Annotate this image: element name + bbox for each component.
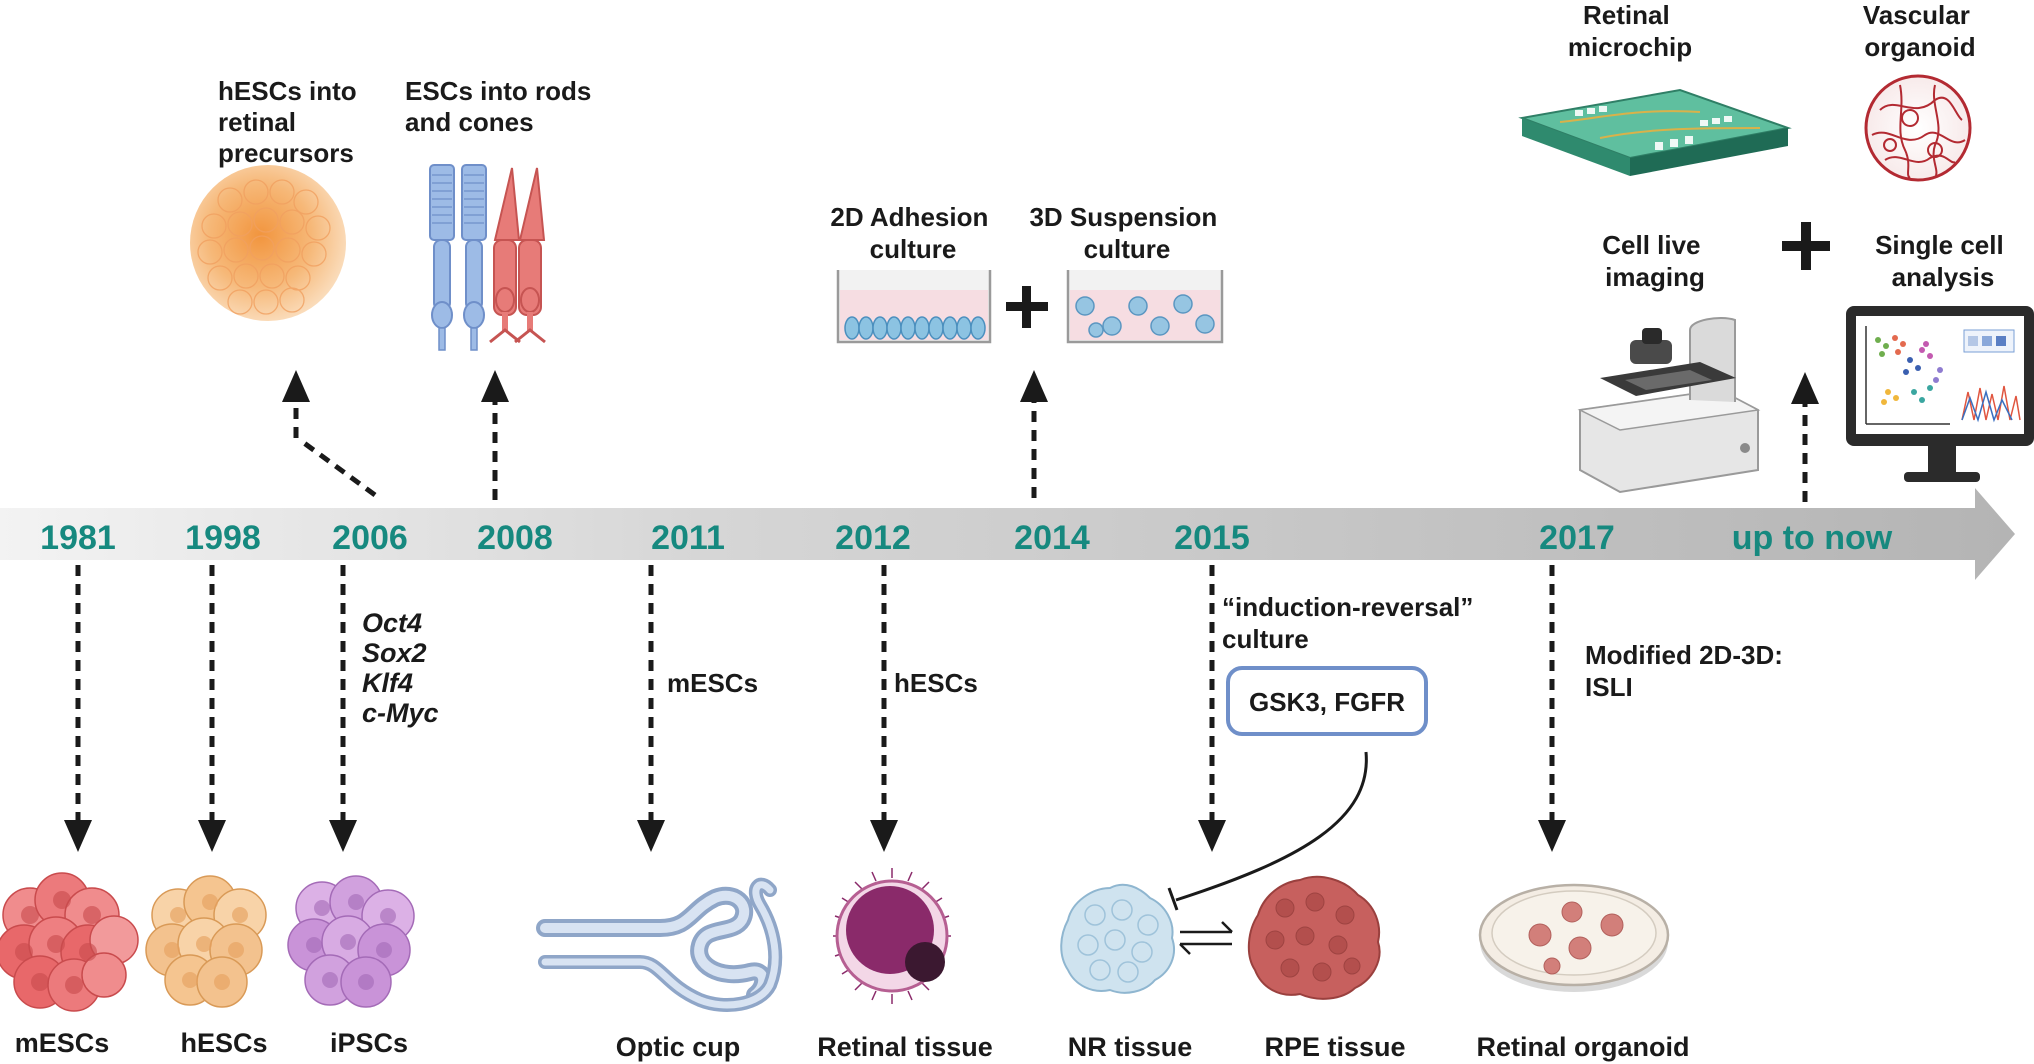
- year-2011: 2011: [651, 519, 725, 557]
- label-cell-live-imaging: Cell live imaging: [1602, 230, 1708, 292]
- year-2014: 2014: [1014, 519, 1090, 557]
- retinal-tissue-icon: [833, 868, 951, 1004]
- year-1998: 1998: [185, 519, 261, 557]
- retinal-precursor-sphere-icon: [190, 165, 346, 321]
- connector-arrows: [64, 370, 1819, 852]
- caption-ipscs: iPSCs: [330, 1028, 408, 1058]
- inhibition-bar: [1167, 887, 1179, 911]
- year-2015: 2015: [1174, 519, 1250, 557]
- hescs-cluster-icon: [145, 875, 267, 1008]
- ipscs-cluster-icon: [287, 875, 415, 1008]
- rpe-tissue-icon: [1247, 875, 1381, 1000]
- retinal-organoid-dish-icon: [1478, 883, 1670, 992]
- year-1981: 1981: [40, 519, 116, 557]
- label-escs-into-rods-cones: ESCs into rods and cones: [405, 76, 599, 137]
- adhesion-culture-dish-icon: [836, 270, 992, 344]
- label-induction-reversal-culture: “induction-reversal” culture: [1222, 592, 1481, 654]
- optic-cup-icon: [536, 877, 783, 1012]
- label-hescs-2012: hESCs: [894, 668, 978, 698]
- year-2012: 2012: [835, 519, 911, 557]
- reprogramming-factors-list: Oct4 Sox2 Klf4 c-Myc: [362, 608, 439, 728]
- mescs-cluster-icon: [0, 872, 139, 1012]
- timeline-arrow: [0, 488, 2015, 580]
- caption-nr-tissue: NR tissue: [1068, 1032, 1193, 1062]
- label-3d-suspension-culture: 3D Suspension culture: [1029, 202, 1224, 264]
- equilibrium-arrows-icon: [1179, 921, 1233, 955]
- label-hescs-into-retinal-precursors: hESCs into retinal precursors: [218, 76, 364, 168]
- label-2d-adhesion-culture: 2D Adhesion culture: [830, 202, 995, 264]
- nr-tissue-icon: [1060, 883, 1175, 994]
- year-up-to-now: up to now: [1732, 519, 1893, 557]
- inhibition-line: [1175, 751, 1368, 902]
- label-modified-2d-3d-isli: Modified 2D-3D: ISLI: [1585, 640, 1790, 702]
- timeline-years: 1981 1998 2006 2008 2011 2012 2014 2015 …: [40, 519, 1893, 557]
- retinal-microchip-icon: [1518, 88, 1792, 176]
- caption-optic-cup: Optic cup: [616, 1032, 741, 1062]
- vascular-organoid-icon: [1864, 74, 1972, 182]
- caption-mescs: mESCs: [15, 1028, 110, 1058]
- inhibitor-label: GSK3, FGFR: [1249, 687, 1405, 717]
- single-cell-analysis-monitor-icon: [1846, 306, 2034, 482]
- caption-hescs: hESCs: [180, 1028, 267, 1058]
- label-single-cell-analysis: Single cell analysis: [1875, 230, 2011, 292]
- label-retinal-microchip: Retinal microchip: [1568, 0, 1692, 62]
- label-mescs-2011: mESCs: [667, 668, 758, 698]
- caption-rpe-tissue: RPE tissue: [1264, 1032, 1405, 1062]
- rods-and-cones-icon: [429, 164, 546, 351]
- inhibitor-box: GSK3, FGFR: [1226, 666, 1428, 736]
- caption-retinal-tissue: Retinal tissue: [817, 1032, 993, 1062]
- year-2006: 2006: [332, 519, 408, 557]
- microscope-icon: [1577, 317, 1761, 494]
- plus-icon: [1006, 286, 1048, 328]
- suspension-culture-dish-icon: [1066, 270, 1224, 344]
- caption-retinal-organoid: Retinal organoid: [1476, 1032, 1689, 1062]
- year-2017: 2017: [1539, 519, 1615, 557]
- year-2008: 2008: [477, 519, 553, 557]
- label-vascular-organoid: Vascular organoid: [1863, 0, 1977, 62]
- plus-icon: [1782, 222, 1830, 270]
